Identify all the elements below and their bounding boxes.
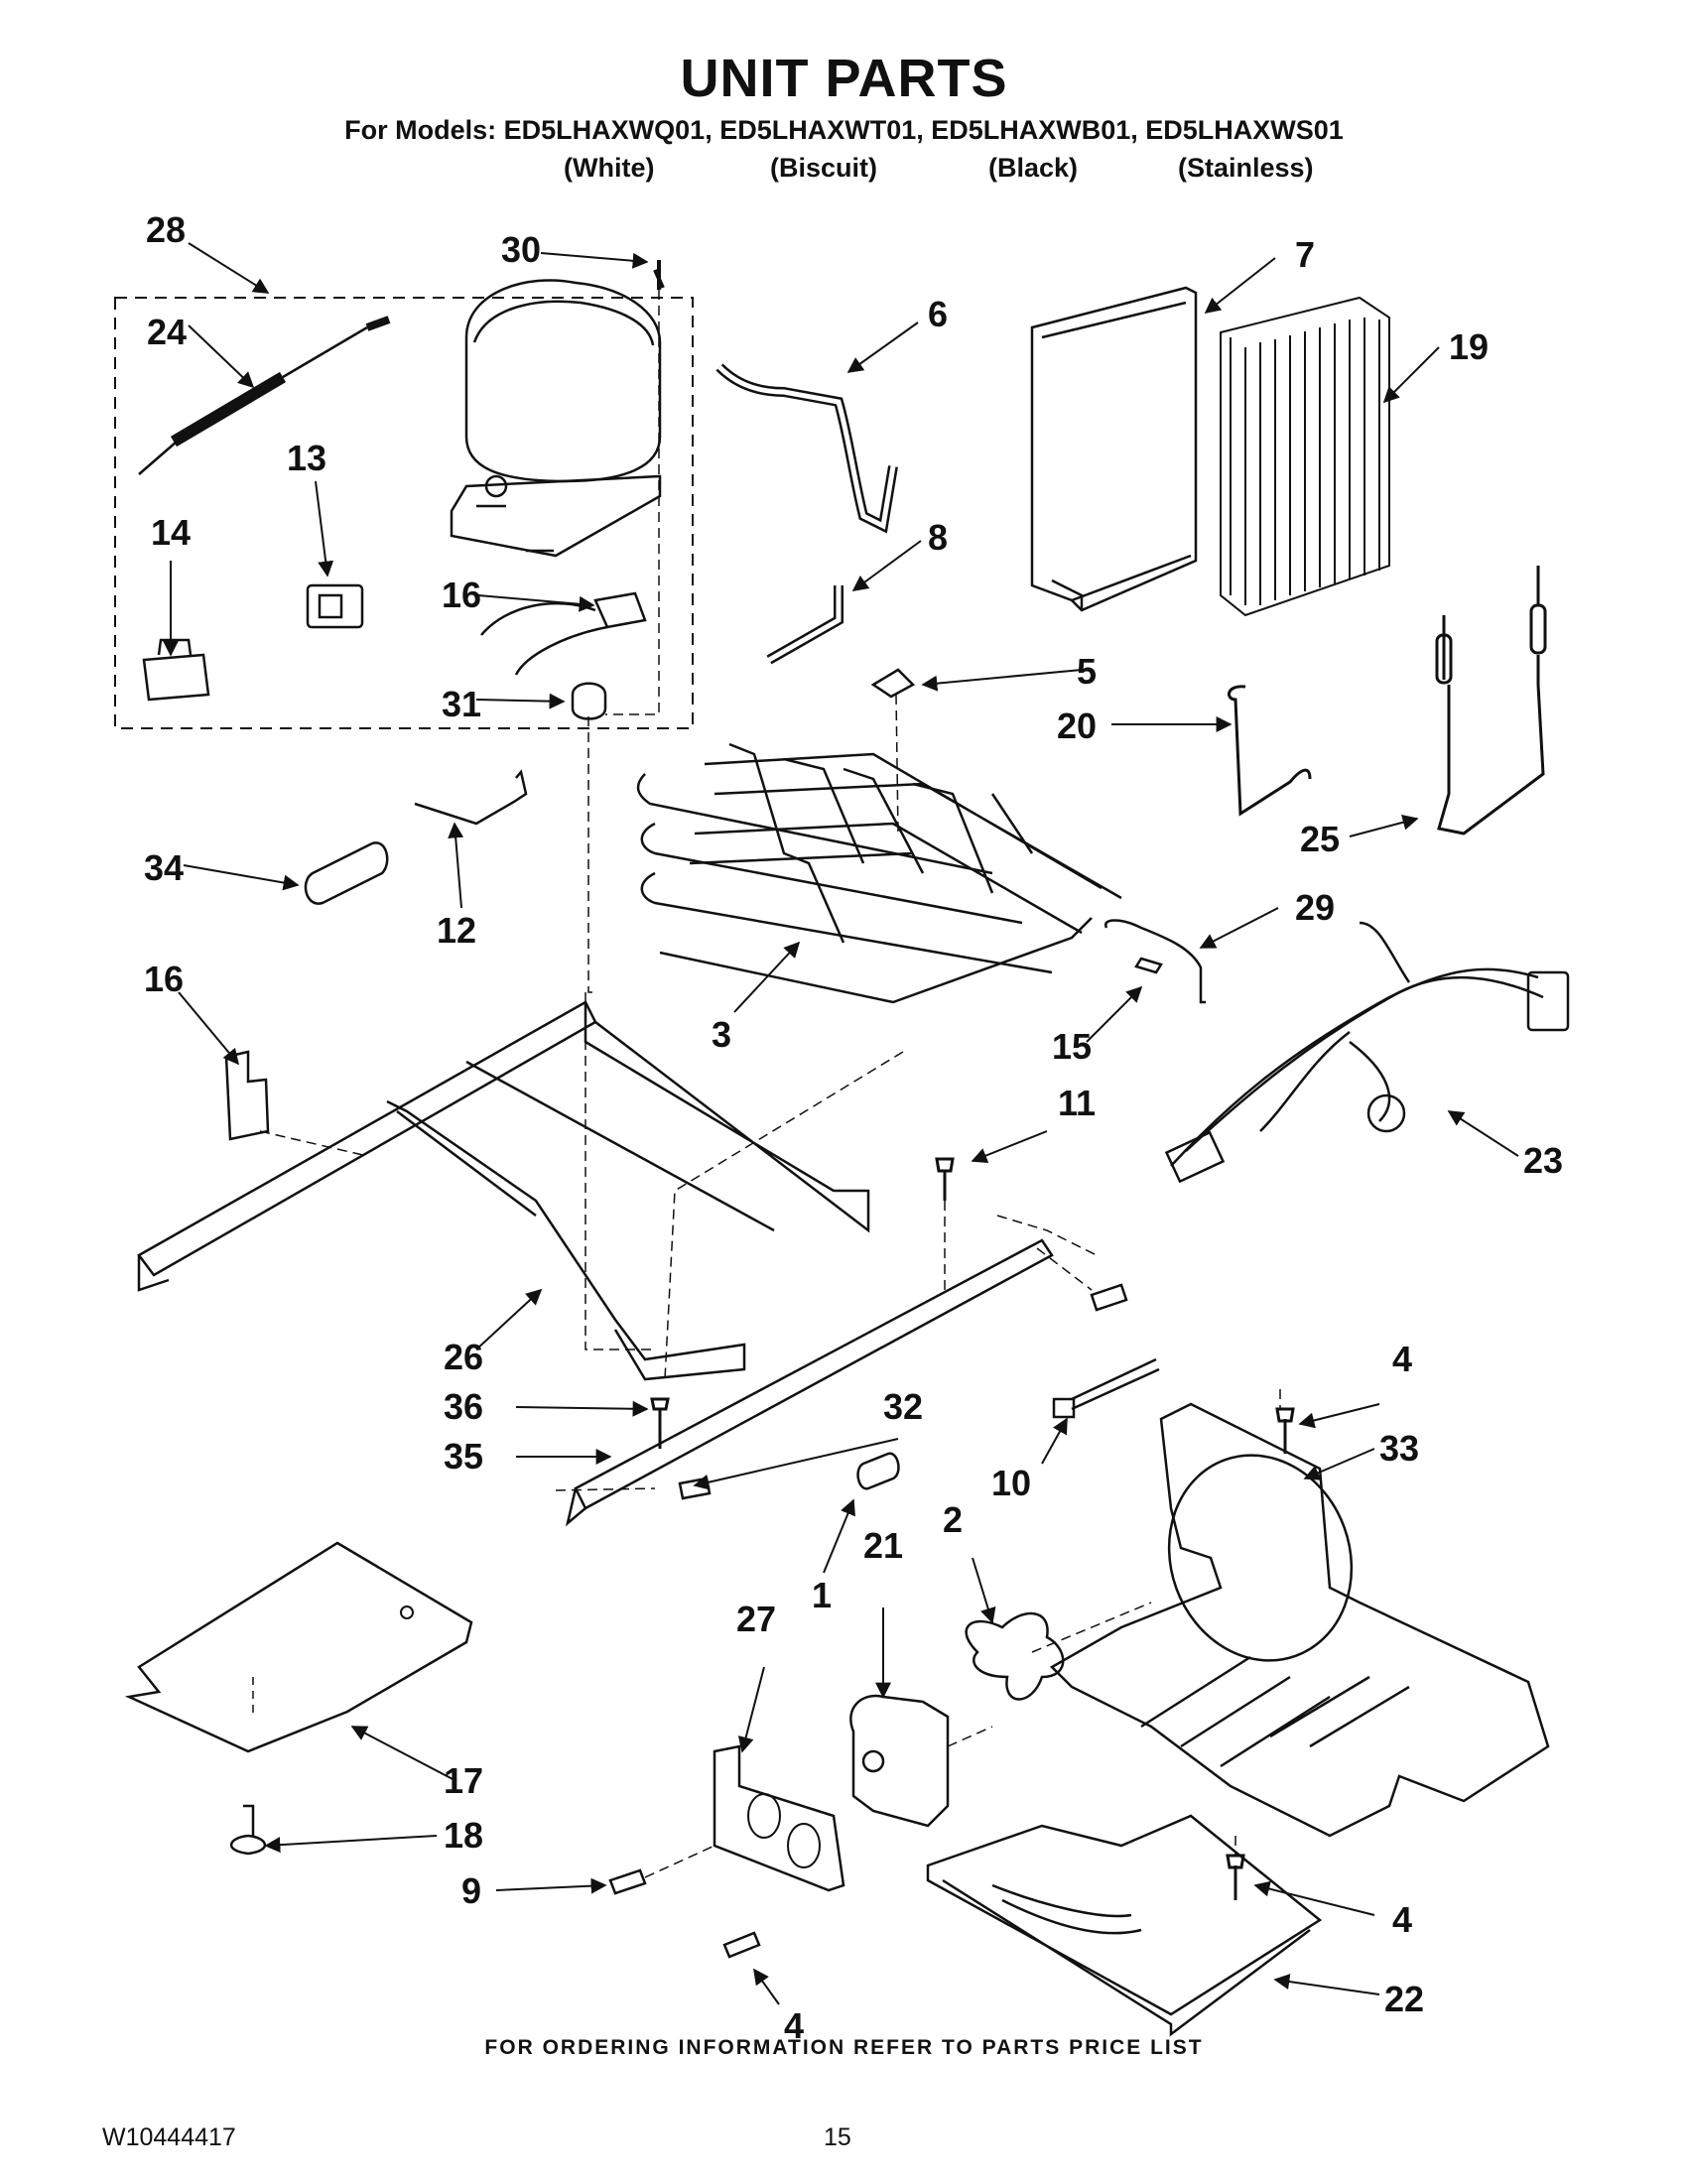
rail-frame-part [137,1000,870,1381]
document-number: W10444417 [102,2123,236,2151]
screw-4c-part [722,1931,761,1959]
grommet-part [571,682,607,720]
wire-29-part [1104,919,1206,1004]
fan-motor-part [849,1694,993,1828]
relay-part [306,583,364,629]
color-black: (Black) [988,153,1079,183]
motor-bracket-part [713,1744,845,1892]
cover-panel-part [124,1541,473,1753]
page-number: 15 [824,2123,851,2151]
cable-tie-part [1071,1357,1160,1411]
wire-clip-part [414,769,528,826]
filter-drier-part [138,316,391,475]
callout-24: 24 [146,312,188,352]
foot-part [229,1804,267,1856]
callout-29: 29 [1294,887,1336,928]
screw-4b-part [1226,1854,1245,1900]
models-line: For Models: ED5LHAXWQ01, ED5LHAXWT01, ED… [344,115,1344,145]
screw-11-part [935,1157,955,1201]
callout-3: 3 [711,1014,732,1055]
grommet-1-part [856,1452,900,1490]
callout-28: 28 [145,209,187,250]
screw-part [653,260,665,290]
callout-16b: 16 [143,959,185,999]
fan-blade-part [965,1611,1065,1701]
callout-15: 15 [1051,1026,1093,1067]
callout-14: 14 [150,512,192,553]
drier-tube-part [1435,566,1547,835]
callout-6: 6 [927,294,949,334]
ordering-footer: FOR ORDERING INFORMATION REFER TO PARTS … [484,2036,1204,2059]
callout-22: 22 [1383,1979,1425,2019]
callout-33: 33 [1378,1428,1420,1469]
callout-8: 8 [927,517,949,558]
callout-1: 1 [811,1575,833,1615]
clip-part [870,668,916,699]
tube-8-part [766,585,844,665]
callout-27: 27 [735,1599,777,1639]
callout-34: 34 [143,847,185,888]
wire-harness-part [1164,921,1570,1184]
callout-21: 21 [862,1525,904,1566]
callout-19: 19 [1448,326,1490,367]
callout-20: 20 [1056,706,1098,746]
clip-16-part [224,1050,270,1141]
callout-9: 9 [460,1870,482,1911]
callout-leaders [163,242,1519,2005]
evaporator-part [636,742,1122,1004]
callout-30: 30 [500,229,542,270]
callout-25: 25 [1299,819,1341,859]
condenser-shroud-part [1030,286,1198,612]
callout-23: 23 [1522,1140,1564,1181]
wire-harness-small [480,591,647,676]
tube-part [715,363,898,534]
callout-12: 12 [436,910,477,951]
callout-4a: 4 [1391,1339,1413,1379]
insulation-tube-part [304,841,389,905]
hanger-part [1228,685,1312,817]
callout-2: 2 [942,1499,964,1540]
callout-35: 35 [443,1436,484,1477]
condenser-part [1220,296,1390,617]
callout-4c: 4 [783,2005,805,2046]
screw-36-part [650,1397,670,1449]
callout-32: 32 [882,1386,924,1427]
callout-18: 18 [443,1815,484,1856]
drain-pan-part [926,1814,1323,2037]
base-pan-part [1049,1402,1550,1838]
callout-36: 36 [443,1386,484,1427]
callout-11: 11 [1057,1083,1097,1123]
screw-9-part [608,1868,647,1895]
screw-15-part [1134,957,1163,974]
callout-17: 17 [443,1760,484,1801]
color-white: (White) [564,153,655,183]
color-biscuit: (Biscuit) [770,153,877,183]
callout-16a: 16 [441,575,482,615]
callout-7: 7 [1294,234,1316,275]
compressor-group-box [114,297,694,729]
screw-4a-part [1275,1407,1295,1454]
callout-4b: 4 [1391,1899,1413,1940]
rail-35-part [565,1238,1054,1527]
callout-31: 31 [441,684,482,724]
page-title: UNIT PARTS [680,49,1008,108]
overload-part [142,638,210,702]
callout-26: 26 [443,1337,484,1377]
callout-10: 10 [990,1463,1032,1503]
callout-13: 13 [286,438,327,478]
compressor-part [450,279,662,558]
color-stainless: (Stainless) [1178,153,1314,183]
callout-5: 5 [1076,651,1098,692]
